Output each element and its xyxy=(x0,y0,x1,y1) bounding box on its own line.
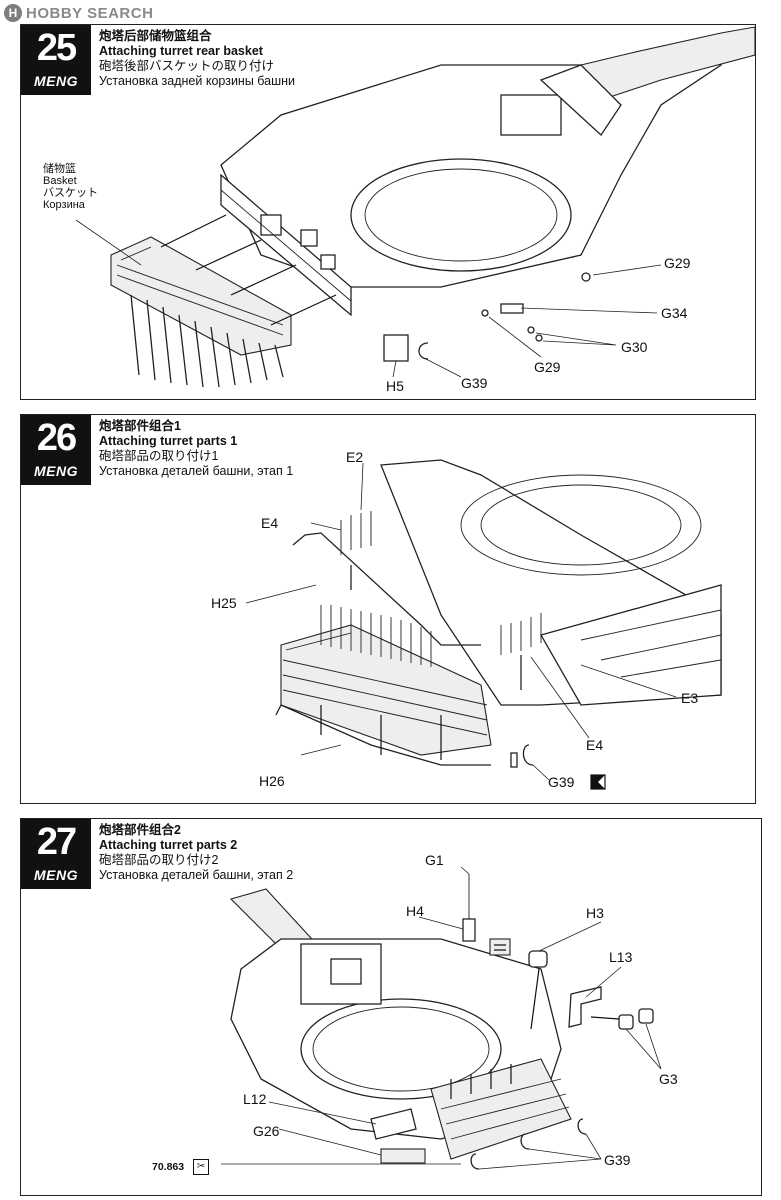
callout-ru: Корзина xyxy=(43,199,85,211)
part-label: L13 xyxy=(609,949,633,965)
part-label: G29 xyxy=(534,359,561,375)
watermark-text: HOBBY SEARCH xyxy=(26,4,154,22)
part-label: G1 xyxy=(425,852,444,868)
part-label: G39 xyxy=(461,375,488,391)
step-26-badge: 26 MENG xyxy=(21,415,91,485)
part-label: G39 xyxy=(548,774,575,790)
callout-ja: バスケット xyxy=(43,187,98,199)
step-27-titles: 炮塔部件组合2 Attaching turret parts 2 砲塔部品の取り… xyxy=(99,823,293,883)
part-label: H3 xyxy=(586,905,604,921)
step-number: 25 xyxy=(36,27,77,69)
hobby-search-logo-icon: H xyxy=(4,4,22,22)
brand-logo: MENG xyxy=(34,463,78,479)
part-label: G30 xyxy=(621,339,648,355)
step-25-drawing xyxy=(75,26,755,388)
part-label: H25 xyxy=(211,595,237,611)
step-25-panel: 25 MENG 炮塔后部储物篮组合 Attaching turret rear … xyxy=(20,24,756,400)
basket-callout: 储物篮 Basket バスケット Корзина xyxy=(43,163,98,211)
title-zh: 炮塔后部储物篮组合 xyxy=(99,29,212,43)
title-ru: Установка деталей башни, этап 1 xyxy=(99,464,294,478)
part-label: L12 xyxy=(243,1091,267,1107)
part-label: E3 xyxy=(681,690,699,706)
part-label: G29 xyxy=(664,255,691,271)
watermark: H HOBBY SEARCH xyxy=(4,2,153,24)
brand-logo: MENG xyxy=(34,73,78,89)
page-code: 70.863 ✂ xyxy=(152,1159,210,1175)
page-code-text: 70.863 xyxy=(152,1160,185,1173)
title-en: Attaching turret parts 2 xyxy=(99,838,238,852)
step-27-drawing xyxy=(221,866,662,1170)
part-label: H4 xyxy=(406,903,424,919)
step-26-panel: 26 MENG 炮塔部件组合1 Attaching turret parts 1… xyxy=(20,414,756,804)
title-en: Attaching turret parts 1 xyxy=(99,434,238,448)
part-label: H5 xyxy=(386,378,404,394)
step-26-titles: 炮塔部件组合1 Attaching turret parts 1 砲塔部品の取り… xyxy=(99,419,293,479)
brand-logo: MENG xyxy=(34,867,78,883)
part-label: E2 xyxy=(346,449,364,465)
callout-zh: 储物篮 xyxy=(43,163,76,175)
title-en: Attaching turret rear basket xyxy=(99,44,263,58)
cut-icon xyxy=(590,774,606,790)
part-label: H26 xyxy=(259,773,285,789)
step-number: 27 xyxy=(36,821,77,863)
part-label: G34 xyxy=(661,305,688,321)
title-ja: 砲塔部品の取り付け1 xyxy=(99,449,219,463)
part-label: G39 xyxy=(604,1152,631,1168)
title-ja: 砲塔後部バスケットの取り付け xyxy=(99,59,275,73)
step-27-panel: 27 MENG 炮塔部件组合2 Attaching turret parts 2… xyxy=(20,818,762,1196)
title-ru: Установка задней корзины башни xyxy=(99,74,296,88)
step-number: 26 xyxy=(36,417,77,459)
callout-en: Basket xyxy=(43,175,77,187)
step-27-badge: 27 MENG xyxy=(21,819,91,889)
cut-mark-icon: ✂ xyxy=(193,1159,210,1175)
part-label: G3 xyxy=(659,1071,678,1087)
step-25-badge: 25 MENG xyxy=(21,25,91,95)
title-ru: Установка деталей башни, этап 2 xyxy=(99,868,294,882)
step-25-titles: 炮塔后部储物篮组合 Attaching turret rear basket 砲… xyxy=(99,29,295,89)
part-label: E4 xyxy=(586,737,604,753)
part-label: E4 xyxy=(261,515,279,531)
part-label: G26 xyxy=(253,1123,280,1139)
title-ja: 砲塔部品の取り付け2 xyxy=(99,853,219,867)
step-26-drawing xyxy=(245,459,722,790)
title-zh: 炮塔部件组合1 xyxy=(99,419,181,433)
title-zh: 炮塔部件组合2 xyxy=(99,823,181,837)
